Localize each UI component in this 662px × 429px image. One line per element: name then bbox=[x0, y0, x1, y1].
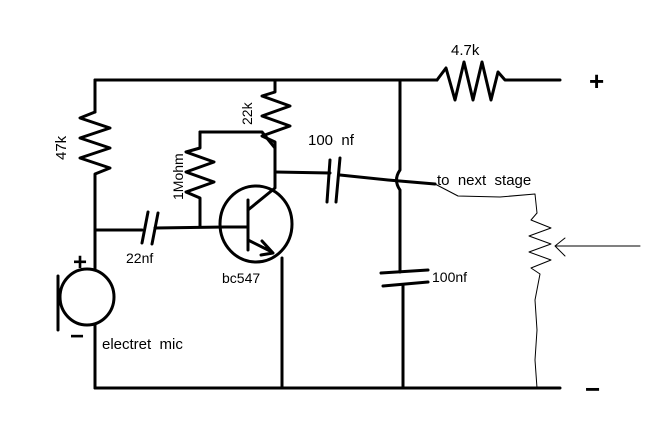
resistor-22k bbox=[260, 78, 292, 174]
cap-to-base-wire bbox=[153, 225, 227, 230]
label-22k: 22k bbox=[239, 101, 255, 125]
label-100nf-output: 100 nf bbox=[308, 132, 355, 149]
label-22nf: 22nf bbox=[126, 250, 153, 266]
feedback-top-wire bbox=[198, 130, 277, 150]
mic-minus-sign: − bbox=[70, 323, 84, 350]
label-1mohm: 1Mohm bbox=[170, 153, 186, 200]
label-4-7k: 4.7k bbox=[451, 42, 480, 59]
filter-vertical-wire bbox=[395, 78, 402, 274]
resistor-4-7k bbox=[435, 60, 562, 102]
label-to-next-stage: to next stage bbox=[437, 172, 531, 189]
supply-plus-sign: + bbox=[589, 66, 604, 96]
label-47k: 47k bbox=[53, 135, 70, 160]
output-lead-wire bbox=[434, 183, 538, 214]
capacitor-100nf-filter bbox=[379, 268, 430, 288]
resistor-47k bbox=[78, 110, 112, 232]
resistor-1mohm bbox=[184, 130, 216, 228]
supply-minus-sign: − bbox=[585, 374, 600, 404]
label-100nf-filter: 100nf bbox=[432, 269, 467, 285]
label-bc547: bc547 bbox=[222, 270, 260, 286]
collector-output-wire bbox=[273, 170, 332, 175]
capacitor-100nf-output bbox=[325, 156, 342, 204]
potentiometer-wiper bbox=[554, 237, 641, 257]
transistor-base bbox=[223, 198, 250, 252]
electret-mic bbox=[58, 267, 116, 327]
transistor-bc547 bbox=[218, 184, 294, 264]
mic-plus-sign: + bbox=[73, 249, 87, 276]
transistor-emitter bbox=[246, 238, 275, 257]
cap-to-junction-wire bbox=[338, 173, 437, 186]
label-electret-mic: electret mic bbox=[102, 336, 183, 353]
potentiometer bbox=[528, 212, 552, 389]
transistor-collector bbox=[246, 170, 277, 212]
